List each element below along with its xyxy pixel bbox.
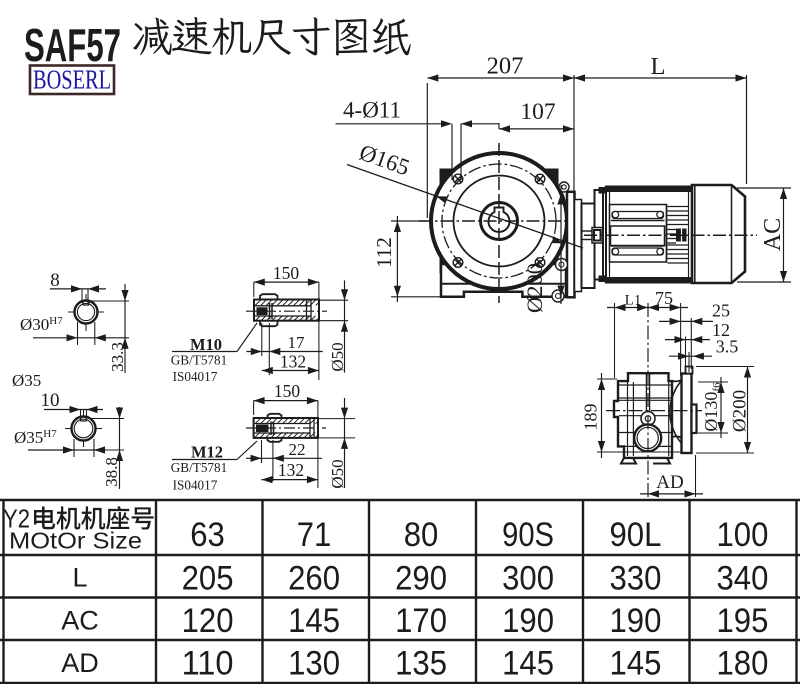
svg-text:GB/T5781: GB/T5781	[171, 353, 227, 368]
svg-text:145: 145	[610, 645, 662, 683]
svg-text:10: 10	[41, 390, 60, 411]
svg-text:207: 207	[487, 53, 524, 80]
svg-text:Y2: Y2	[3, 504, 30, 534]
svg-text:340: 340	[717, 560, 769, 598]
svg-text:Ø200: Ø200	[730, 390, 751, 432]
svg-text:AD: AD	[61, 648, 99, 678]
svg-text:12: 12	[712, 320, 730, 340]
svg-text:80: 80	[404, 516, 439, 554]
svg-text:110: 110	[182, 645, 234, 683]
svg-text:190: 190	[610, 602, 662, 640]
svg-text:Ø200: Ø200	[522, 263, 547, 313]
svg-text:25: 25	[712, 301, 730, 321]
svg-text:BOSERL: BOSERL	[33, 65, 111, 95]
svg-text:150: 150	[273, 263, 300, 283]
svg-text:3.5: 3.5	[716, 337, 739, 357]
svg-text:260: 260	[288, 560, 340, 598]
svg-text:8: 8	[50, 270, 60, 291]
svg-text:90L: 90L	[610, 516, 662, 554]
svg-text:180: 180	[717, 645, 769, 683]
svg-text:Ø130f6: Ø130f6	[701, 382, 723, 432]
svg-text:L: L	[72, 563, 87, 593]
svg-text:132: 132	[278, 460, 304, 480]
svg-text:M12: M12	[191, 443, 223, 462]
svg-text:AD: AD	[656, 472, 683, 493]
svg-text:M10: M10	[190, 335, 222, 354]
svg-text:145: 145	[288, 602, 340, 640]
svg-text:63: 63	[190, 516, 225, 554]
svg-text:107: 107	[520, 99, 556, 125]
svg-text:300: 300	[502, 560, 554, 598]
svg-text:195: 195	[717, 602, 769, 640]
svg-text:38.8: 38.8	[102, 457, 121, 487]
svg-text:MOtOr Size: MOtOr Size	[9, 528, 142, 554]
svg-text:AC: AC	[760, 218, 786, 251]
svg-text:4-Ø11: 4-Ø11	[343, 98, 401, 123]
svg-text:75: 75	[655, 288, 673, 308]
svg-text:290: 290	[395, 560, 447, 598]
svg-text:SAF57: SAF57	[24, 19, 121, 71]
svg-text:112: 112	[372, 237, 396, 268]
svg-text:AC: AC	[61, 606, 99, 636]
svg-text:IS04017: IS04017	[173, 478, 218, 493]
svg-text:17: 17	[288, 333, 306, 352]
svg-text:205: 205	[182, 560, 234, 598]
svg-text:132: 132	[280, 352, 306, 372]
svg-text:L: L	[651, 53, 666, 80]
svg-text:190: 190	[502, 602, 554, 640]
svg-text:IS04017: IS04017	[173, 369, 218, 384]
svg-text:Ø50: Ø50	[328, 342, 347, 371]
svg-text:120: 120	[182, 602, 234, 640]
svg-text:170: 170	[395, 602, 447, 640]
svg-text:Ø50: Ø50	[328, 459, 347, 488]
svg-text:150: 150	[274, 381, 301, 401]
svg-text:71: 71	[297, 516, 332, 554]
svg-text:33.3: 33.3	[108, 342, 127, 372]
svg-text:130: 130	[288, 645, 340, 683]
svg-text:90S: 90S	[502, 516, 554, 554]
svg-text:330: 330	[610, 560, 662, 598]
svg-text:145: 145	[502, 645, 554, 683]
svg-text:GB/T5781: GB/T5781	[171, 460, 227, 475]
svg-text:100: 100	[717, 516, 769, 554]
svg-text:22: 22	[289, 440, 306, 459]
svg-text:135: 135	[395, 645, 447, 683]
svg-text:Ø35: Ø35	[12, 371, 41, 390]
svg-text:189: 189	[581, 404, 601, 431]
svg-text:L1: L1	[625, 293, 642, 309]
